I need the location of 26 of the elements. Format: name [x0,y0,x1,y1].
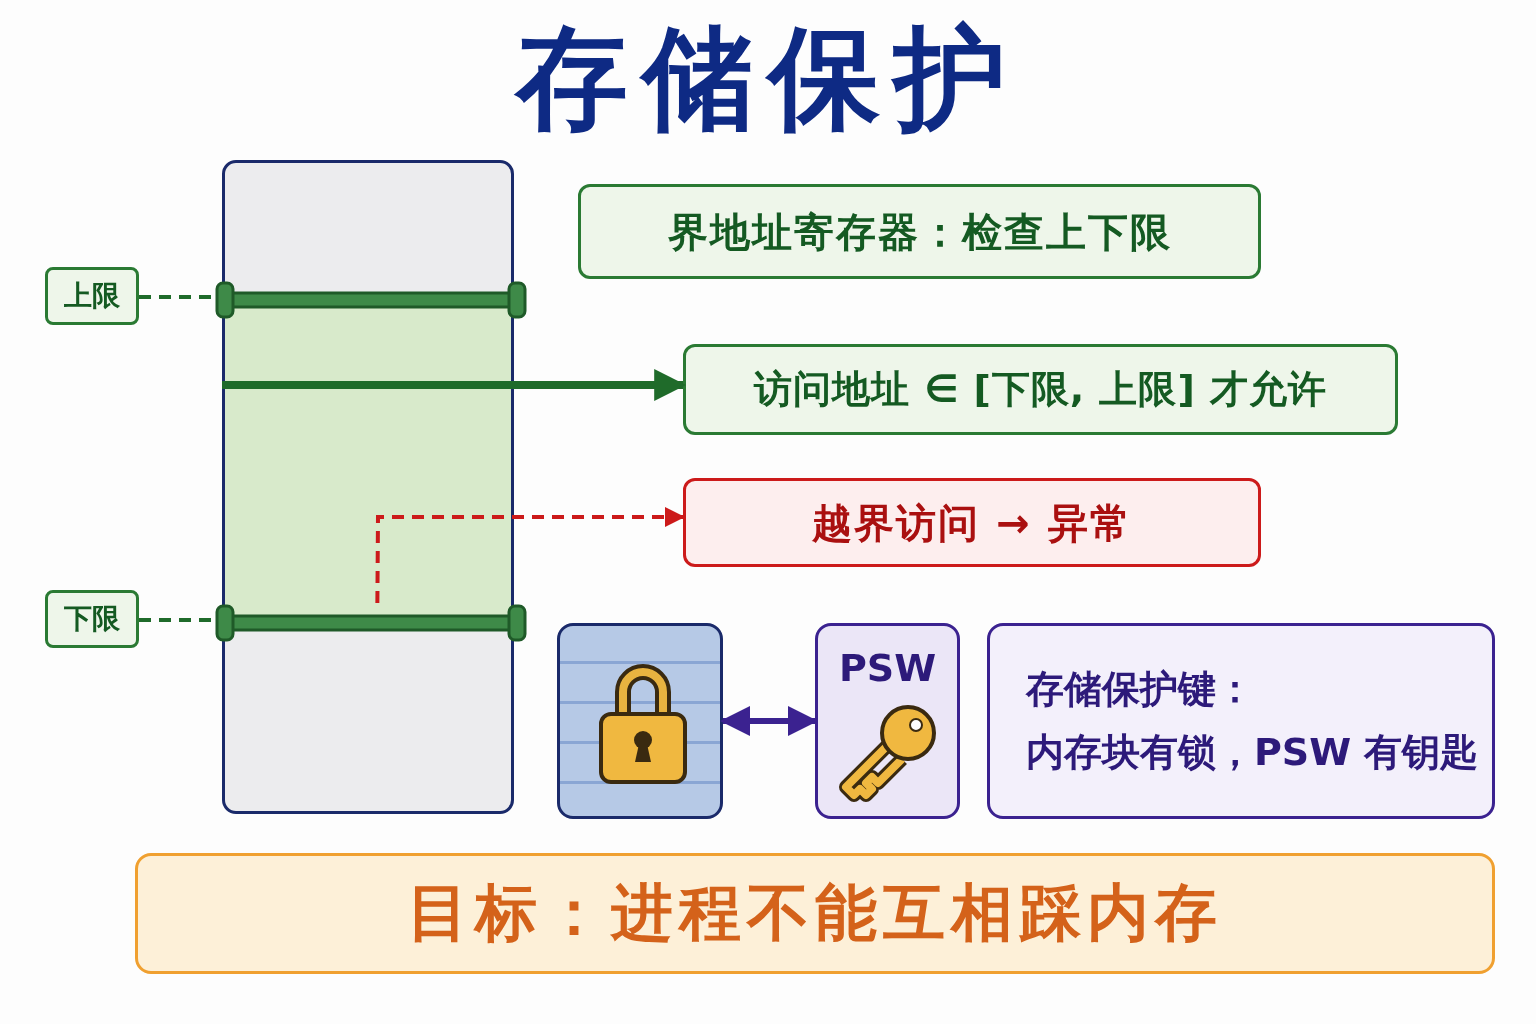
node-text: 下限 [64,600,120,637]
node-text: 访问地址 ∈ [下限, 上限] 才允许 [753,365,1328,413]
psw-box [815,623,960,819]
bound-label [45,267,139,325]
arrow [222,369,687,401]
node-text: 越界访问 → 异常 [812,498,1132,548]
arrow [375,507,685,603]
goal-banner [135,853,1495,974]
leader-line [139,295,212,299]
out-of-bounds-box [683,478,1261,567]
node-text: 上限 [64,277,120,314]
protection-key-box [987,623,1495,819]
lower-bound-bar [215,604,527,642]
node-text: 界地址寄存器：检查上下限 [667,207,1172,257]
leader-line [139,618,212,622]
register-box [578,184,1261,279]
node-text: PSW [838,645,937,692]
upper-bound-bar [215,281,527,319]
arrow [720,706,818,736]
allowed-access-box [683,344,1398,435]
node-text: 内存块有锁，PSW 有钥匙 [1026,729,1479,776]
title: 存储保护 [513,12,1021,145]
bound-label [45,590,139,648]
picture [557,623,723,819]
node-text: 目标：进程不能互相踩内存 [407,875,1223,952]
key-heading: 存储保护键： [1026,665,1254,713]
